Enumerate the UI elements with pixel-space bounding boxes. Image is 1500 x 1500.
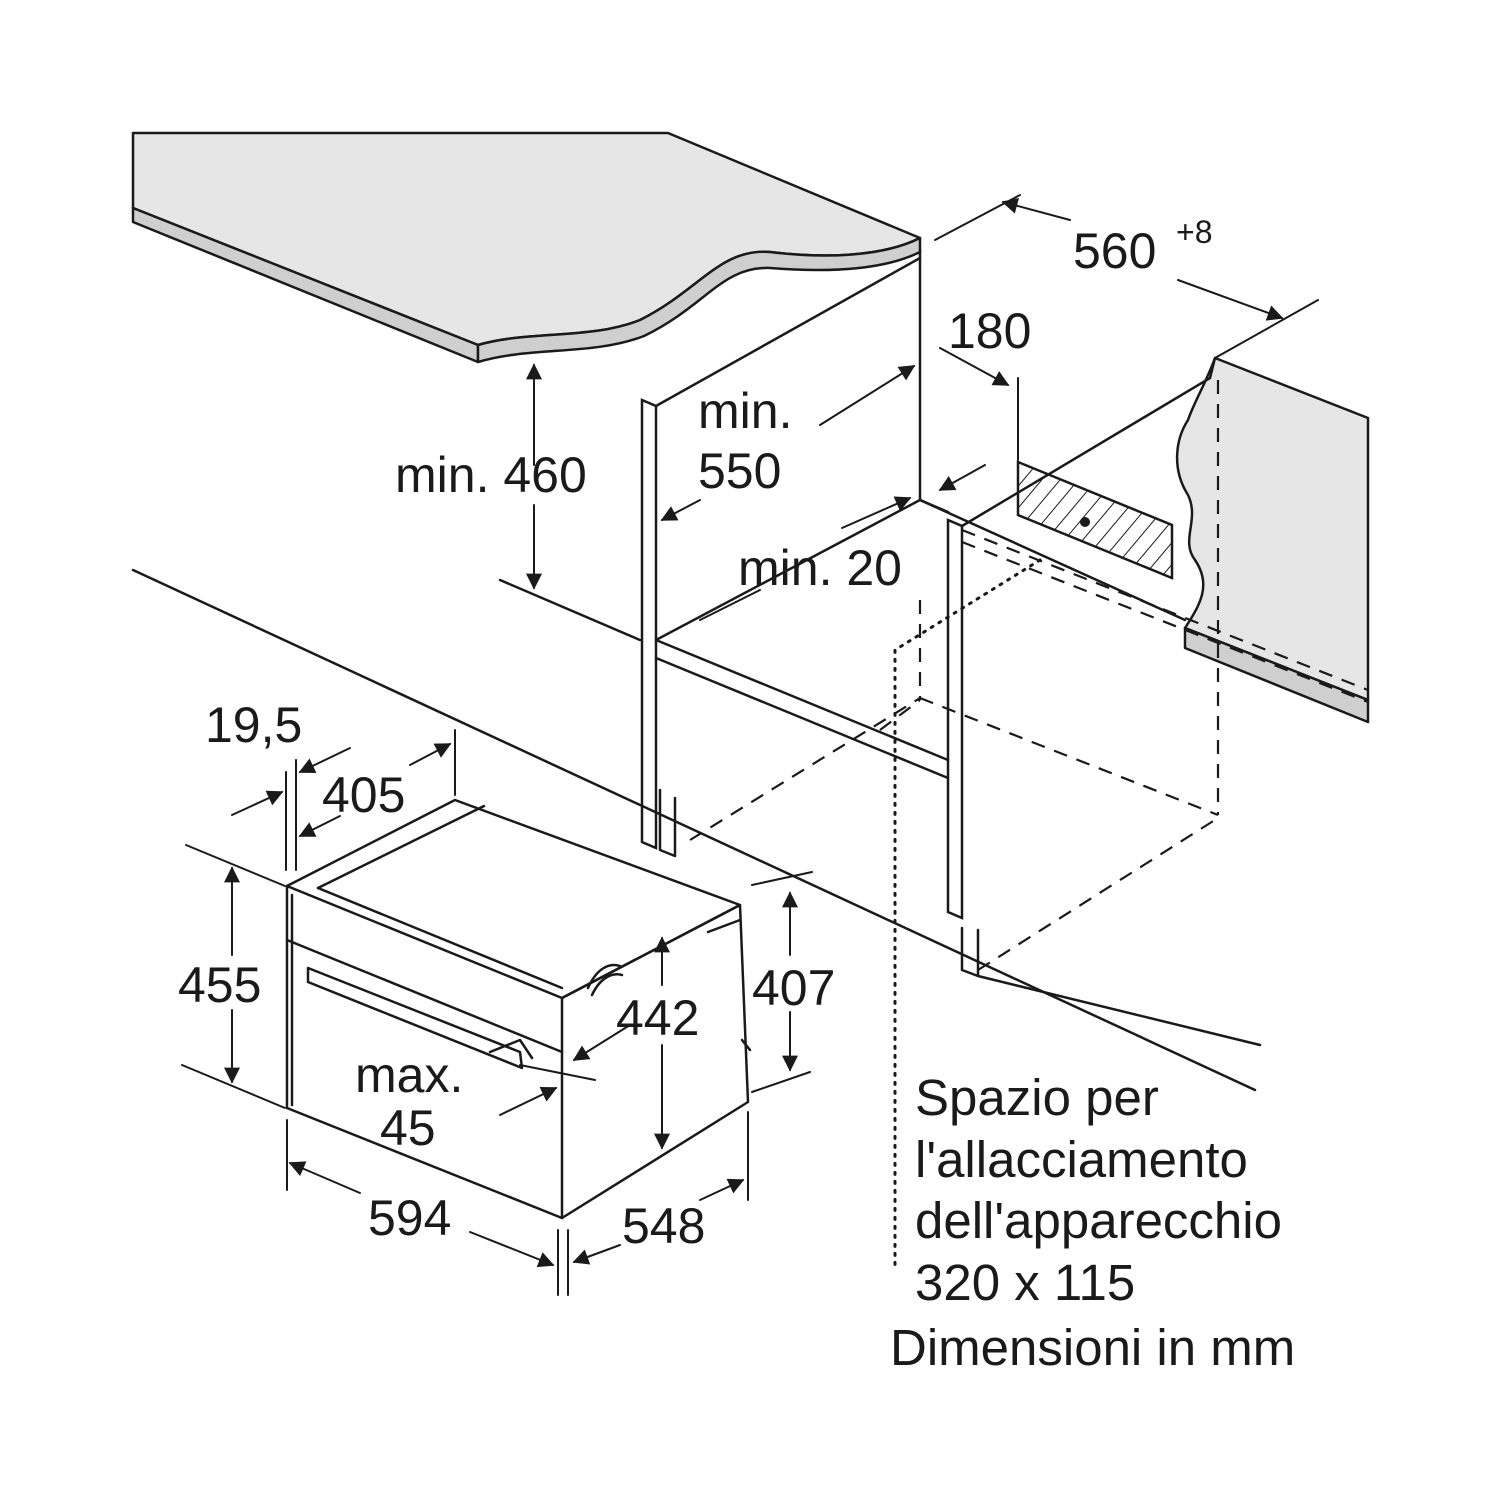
dim-min-20: min. 20	[738, 540, 902, 596]
dimension-front-width: 594	[286, 1119, 559, 1296]
connection-socket	[893, 460, 1174, 1270]
dim-407: 407	[752, 960, 835, 1016]
note-line-2: l'allacciamento	[915, 1131, 1248, 1188]
dim-max-label: max.	[355, 1047, 463, 1103]
worktop-left	[131, 131, 922, 364]
dim-min-label: min.	[698, 383, 792, 439]
socket-point-icon	[1080, 517, 1090, 527]
note-line-3: dell'apparecchio	[915, 1192, 1282, 1249]
units-note: Dimensioni in mm	[890, 1319, 1295, 1376]
dimension-niche-width: 560 +8	[934, 194, 1319, 359]
dimension-min-height: min. 460	[395, 363, 587, 590]
dim-min-460: min. 460	[395, 447, 587, 503]
dimension-total-height: 455	[178, 844, 286, 1109]
dimension-body-depth: 548	[567, 1111, 749, 1296]
dimension-min-depth: min. 550	[660, 365, 916, 521]
dimension-body-height-407: 407	[751, 871, 835, 1093]
dimension-top-depth: 405	[298, 729, 456, 837]
dimension-socket-offset: 180	[939, 303, 1031, 461]
dim-550: 550	[698, 443, 781, 499]
dim-442: 442	[616, 990, 699, 1046]
oven-appliance	[285, 798, 752, 1220]
dim-19-5: 19,5	[205, 697, 302, 753]
dimension-min-gap: min. 20	[699, 464, 986, 621]
dim-560-tolerance: +8	[1176, 214, 1212, 250]
note-line-4: 320 x 115	[915, 1254, 1135, 1311]
note-line-1: Spazio per	[915, 1069, 1159, 1126]
dim-180: 180	[948, 303, 1031, 359]
dim-560: 560	[1073, 223, 1156, 279]
dimension-max-45: max. 45	[355, 1024, 631, 1156]
dim-594: 594	[368, 1190, 451, 1246]
dim-548: 548	[622, 1198, 705, 1254]
dimension-body-height-442: 442	[616, 936, 699, 1150]
worktop-right	[1175, 356, 1370, 724]
dim-405: 405	[322, 767, 405, 823]
dim-455: 455	[178, 957, 261, 1013]
dim-45: 45	[380, 1100, 436, 1156]
dimension-front-offset: 19,5	[205, 697, 351, 871]
niche-cabinet	[131, 248, 1369, 1092]
connection-note: Spazio per l'allacciamento dell'apparecc…	[890, 1069, 1295, 1376]
